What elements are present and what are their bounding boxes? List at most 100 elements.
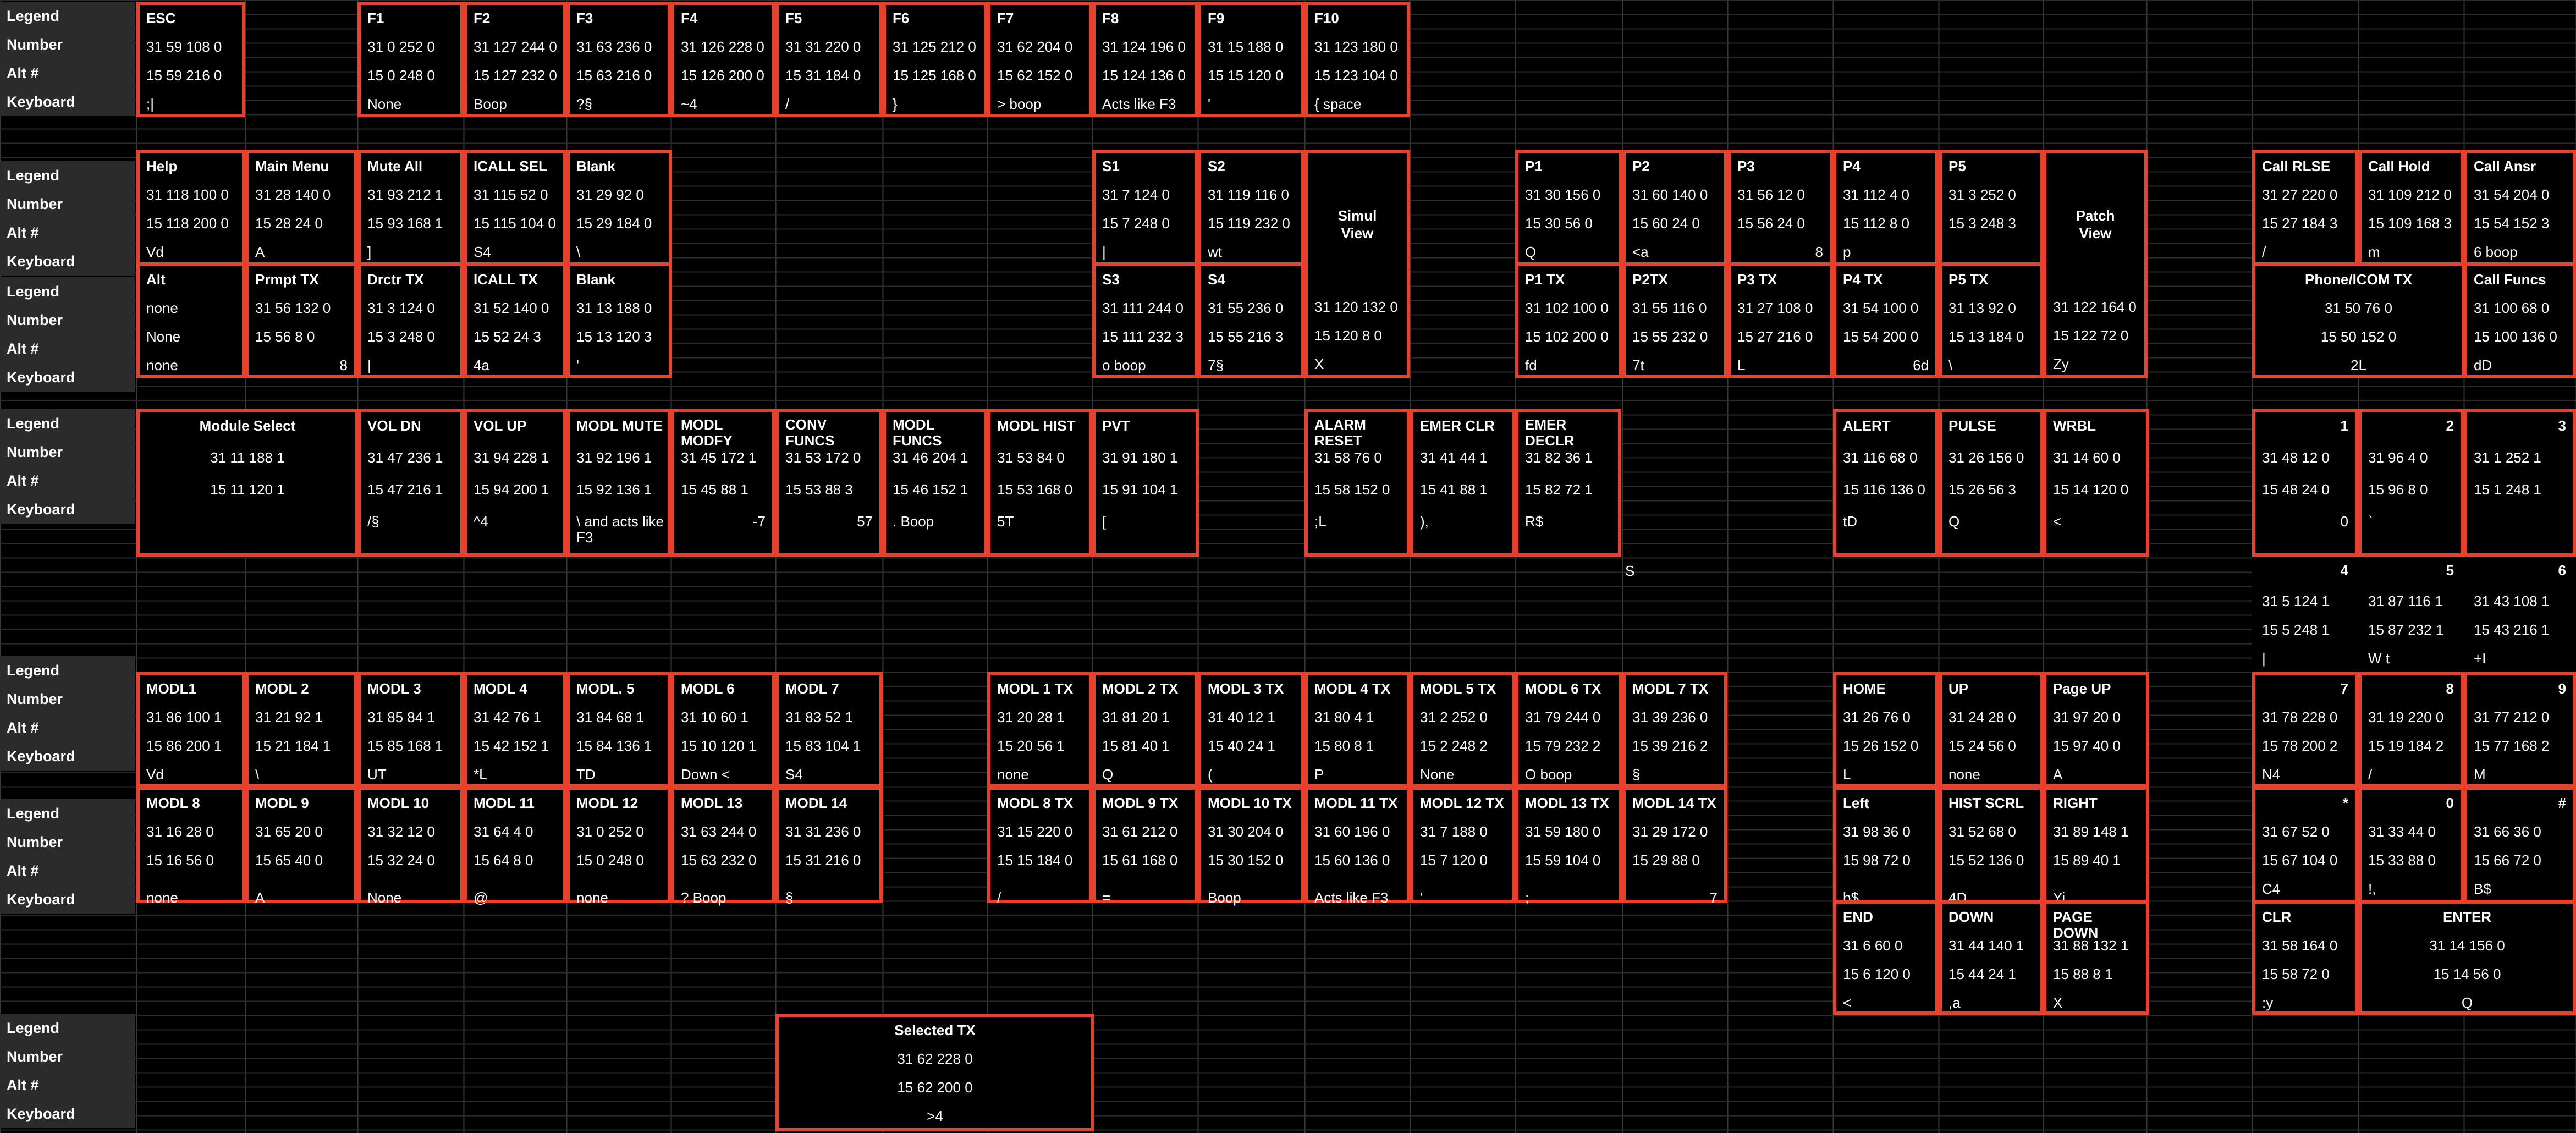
- key-end[interactable]: END31 6 60 015 6 120 0<: [1833, 900, 1939, 1015]
- key-s4[interactable]: S431 55 236 015 55 216 37§: [1198, 263, 1304, 378]
- key-modl-10[interactable]: MODL 1031 32 12 015 32 24 0None: [357, 787, 464, 905]
- key-3[interactable]: 331 1 252 115 1 248 1: [2464, 409, 2576, 557]
- key-wrbl[interactable]: WRBL31 14 60 015 14 120 0<: [2043, 409, 2149, 557]
- key-f3[interactable]: F331 63 236 015 63 216 0?§: [566, 2, 671, 117]
- key-patch-view[interactable]: PatchView31 122 164 015 122 72 0Zy: [2043, 150, 2148, 378]
- key-pvt[interactable]: PVT31 91 180 115 91 104 1[: [1092, 409, 1199, 557]
- key-modl-7-tx[interactable]: MODL 7 TX31 39 236 015 39 216 2§: [1622, 672, 1727, 788]
- key-hist-scrl[interactable]: HIST SCRL31 52 68 015 52 136 04D: [1939, 787, 2043, 905]
- key-p4[interactable]: P431 112 4 015 112 8 0p: [1833, 150, 1939, 266]
- key-icall-sel[interactable]: ICALL SEL31 115 52 015 115 104 0S4: [464, 150, 566, 266]
- key-p1[interactable]: P131 30 156 015 30 56 0Q: [1515, 150, 1622, 266]
- key-modl-10-tx[interactable]: MODL 10 TX31 30 204 015 30 152 0Boop: [1198, 787, 1304, 905]
- key-p5[interactable]: P531 3 252 015 3 248 3: [1939, 150, 2043, 266]
- key-enter[interactable]: ENTER31 14 156 015 14 56 0Q: [2358, 900, 2576, 1015]
- key-call-funcs[interactable]: Call Funcs31 100 68 015 100 136 0dD: [2464, 263, 2576, 378]
- key-blank[interactable]: Blank31 29 92 015 29 184 0\: [566, 150, 672, 266]
- key-modl-6-tx[interactable]: MODL 6 TX31 79 244 015 79 232 2O boop: [1515, 672, 1622, 788]
- key-prmpt-tx[interactable]: Prmpt TX31 56 132 015 56 8 08: [245, 263, 357, 378]
- key-f6[interactable]: F631 125 212 015 125 168 0}: [883, 2, 987, 117]
- key-call-ansr[interactable]: Call Ansr31 54 204 015 54 152 36 boop: [2464, 150, 2576, 266]
- key-p3[interactable]: P331 56 12 015 56 24 08: [1727, 150, 1833, 266]
- key-p5-tx[interactable]: P5 TX31 13 92 015 13 184 0\: [1939, 263, 2043, 378]
- key-modl-9[interactable]: MODL 931 65 20 015 65 40 0A: [245, 787, 357, 905]
- key-selected-tx[interactable]: Selected TX31 62 228 015 62 200 0>4: [775, 1014, 1094, 1131]
- key-p4-tx[interactable]: P4 TX31 54 100 015 54 200 06d: [1833, 263, 1939, 378]
- key-modl-mute[interactable]: MODL MUTE31 92 196 115 92 136 1\ and act…: [566, 409, 671, 557]
- key-modl-4-tx[interactable]: MODL 4 TX31 80 4 115 80 8 1P: [1304, 672, 1410, 788]
- key-up[interactable]: UP31 24 28 015 24 56 0none: [1939, 672, 2043, 788]
- key-modl-13[interactable]: MODL 1331 63 244 015 63 232 0? Boop: [671, 787, 775, 905]
- key-f7[interactable]: F731 62 204 015 62 152 0> boop: [987, 2, 1092, 117]
- key-module-select[interactable]: Module Select31 11 188 115 11 120 1: [136, 409, 359, 557]
- key-main-menu[interactable]: Main Menu31 28 140 015 28 24 0A: [245, 150, 357, 266]
- key-5[interactable]: 531 87 116 115 87 232 1W t: [2358, 557, 2464, 673]
- key-call-hold[interactable]: Call Hold31 109 212 015 109 168 3m: [2358, 150, 2464, 266]
- key-pulse[interactable]: PULSE31 26 156 015 26 56 3Q: [1939, 409, 2043, 557]
- key-modl-8[interactable]: MODL 831 16 28 015 16 56 0none: [136, 787, 245, 905]
- key-modl-6[interactable]: MODL 631 10 60 115 10 120 1Down <: [671, 672, 775, 788]
- key-modl-5[interactable]: MODL. 531 84 68 115 84 136 1TD: [566, 672, 671, 788]
- key-modl1[interactable]: MODL131 86 100 115 86 200 1Vd: [136, 672, 245, 788]
- key-esc[interactable]: ESC31 59 108 015 59 216 0;|: [136, 2, 245, 117]
- key-drctr-tx[interactable]: Drctr TX31 3 124 015 3 248 0|: [357, 263, 464, 378]
- key-4[interactable]: 431 5 124 115 5 248 1|: [2252, 557, 2358, 673]
- key-modl-4[interactable]: MODL 431 42 76 115 42 152 1*L: [464, 672, 566, 788]
- key-emer-declr[interactable]: EMER DECLR31 82 36 115 82 72 1R$: [1515, 409, 1621, 557]
- key-s1[interactable]: S131 7 124 015 7 248 0|: [1092, 150, 1198, 266]
- key-down[interactable]: DOWN31 44 140 115 44 24 1,a: [1939, 900, 2043, 1015]
- key-mute-all[interactable]: Mute All31 93 212 115 93 168 1]: [357, 150, 464, 266]
- key-9[interactable]: 931 77 212 015 77 168 2M: [2464, 672, 2576, 788]
- key-left[interactable]: Left31 98 36 015 98 72 0b$: [1833, 787, 1939, 905]
- key-key[interactable]: #31 66 36 015 66 72 0B$: [2464, 787, 2576, 903]
- key-6[interactable]: 631 43 108 115 43 216 1+I: [2464, 557, 2576, 673]
- key-vol-up[interactable]: VOL UP31 94 228 115 94 200 1^4: [464, 409, 566, 557]
- key-help[interactable]: Help31 118 100 015 118 200 0Vd: [136, 150, 245, 266]
- key-s2[interactable]: S231 119 116 015 119 232 0wt: [1198, 150, 1304, 266]
- key-phone-icom-tx[interactable]: Phone/ICOM TX31 50 76 015 50 152 02L: [2252, 263, 2465, 378]
- key-alt[interactable]: AltnoneNonenone: [136, 263, 245, 378]
- key-alert[interactable]: ALERT31 116 68 015 116 136 0tD: [1833, 409, 1939, 557]
- key-modl-12[interactable]: MODL 1231 0 252 015 0 248 0none: [566, 787, 671, 905]
- key-modl-hist[interactable]: MODL HIST31 53 84 015 53 168 05T: [987, 409, 1092, 557]
- key-1[interactable]: 131 48 12 015 48 24 00: [2252, 409, 2358, 557]
- key-f5[interactable]: F531 31 220 015 31 184 0/: [775, 2, 883, 117]
- key-p2[interactable]: P231 60 140 015 60 24 0<a: [1622, 150, 1727, 266]
- key-modl-11[interactable]: MODL 1131 64 4 015 64 8 0@: [464, 787, 566, 905]
- key-s3[interactable]: S331 111 244 015 111 232 3o boop: [1092, 263, 1198, 378]
- key-modl-13-tx[interactable]: MODL 13 TX31 59 180 015 59 104 0;: [1515, 787, 1622, 905]
- key-p1-tx[interactable]: P1 TX31 102 100 015 102 200 0fd: [1515, 263, 1622, 378]
- key-simul-view[interactable]: SimulView31 120 132 015 120 8 0X: [1304, 150, 1410, 378]
- key-blank[interactable]: Blank31 13 188 015 13 120 3': [566, 263, 672, 378]
- key-modl-3[interactable]: MODL 331 85 84 115 85 168 1UT: [357, 672, 464, 788]
- key-home[interactable]: HOME31 26 76 015 26 152 0L: [1833, 672, 1939, 788]
- key-modl-5-tx[interactable]: MODL 5 TX31 2 252 015 2 248 2None: [1410, 672, 1515, 788]
- key-f9[interactable]: F931 15 188 015 15 120 0': [1198, 2, 1304, 117]
- key-modl-9-tx[interactable]: MODL 9 TX31 61 212 015 61 168 0=: [1092, 787, 1198, 905]
- key-call-rlse[interactable]: Call RLSE31 27 220 015 27 184 3/: [2252, 150, 2358, 266]
- key-p3-tx[interactable]: P3 TX31 27 108 015 27 216 0L: [1727, 263, 1833, 378]
- key-vol-dn[interactable]: VOL DN31 47 236 115 47 216 1/§: [357, 409, 464, 557]
- key-page-down[interactable]: PAGE DOWN31 88 132 115 88 8 1X: [2043, 900, 2149, 1015]
- key-modl-14-tx[interactable]: MODL 14 TX31 29 172 015 29 88 07: [1622, 787, 1727, 905]
- key-p2tx[interactable]: P2TX31 55 116 015 55 232 07t: [1622, 263, 1727, 378]
- key-f1[interactable]: F131 0 252 015 0 248 0None: [357, 2, 464, 117]
- key-right[interactable]: RIGHT31 89 148 115 89 40 1Yi: [2043, 787, 2149, 905]
- key-conv-funcs[interactable]: CONV FUNCS31 53 172 015 53 88 357: [775, 409, 883, 557]
- key-modl-2[interactable]: MODL 231 21 92 115 21 184 1\: [245, 672, 357, 788]
- key-key[interactable]: *31 67 52 015 67 104 0C4: [2252, 787, 2358, 903]
- key-page-up[interactable]: Page UP31 97 20 015 97 40 0A: [2043, 672, 2149, 788]
- key-modl-modfy[interactable]: MODL MODFY31 45 172 115 45 88 1-7: [671, 409, 775, 557]
- key-f8[interactable]: F831 124 196 015 124 136 0Acts like F3: [1092, 2, 1198, 117]
- key-alarm-reset[interactable]: ALARM RESET31 58 76 015 58 152 0;L: [1304, 409, 1410, 557]
- key-modl-11-tx[interactable]: MODL 11 TX31 60 196 015 60 136 0Acts lik…: [1304, 787, 1410, 905]
- key-0[interactable]: 031 33 44 015 33 88 0!,: [2358, 787, 2464, 903]
- key-f4[interactable]: F431 126 228 015 126 200 0~4: [671, 2, 775, 117]
- key-modl-8-tx[interactable]: MODL 8 TX31 15 220 015 15 184 0/: [987, 787, 1092, 905]
- key-2[interactable]: 231 96 4 015 96 8 0`: [2358, 409, 2464, 557]
- key-modl-12-tx[interactable]: MODL 12 TX31 7 188 015 7 120 0': [1410, 787, 1515, 905]
- key-modl-14[interactable]: MODL 1431 31 236 015 31 216 0§: [775, 787, 883, 905]
- key-8[interactable]: 831 19 220 015 19 184 2/: [2358, 672, 2464, 788]
- key-modl-2-tx[interactable]: MODL 2 TX31 81 20 115 81 40 1Q: [1092, 672, 1198, 788]
- key-f10[interactable]: F1031 123 180 015 123 104 0{ space: [1304, 2, 1410, 117]
